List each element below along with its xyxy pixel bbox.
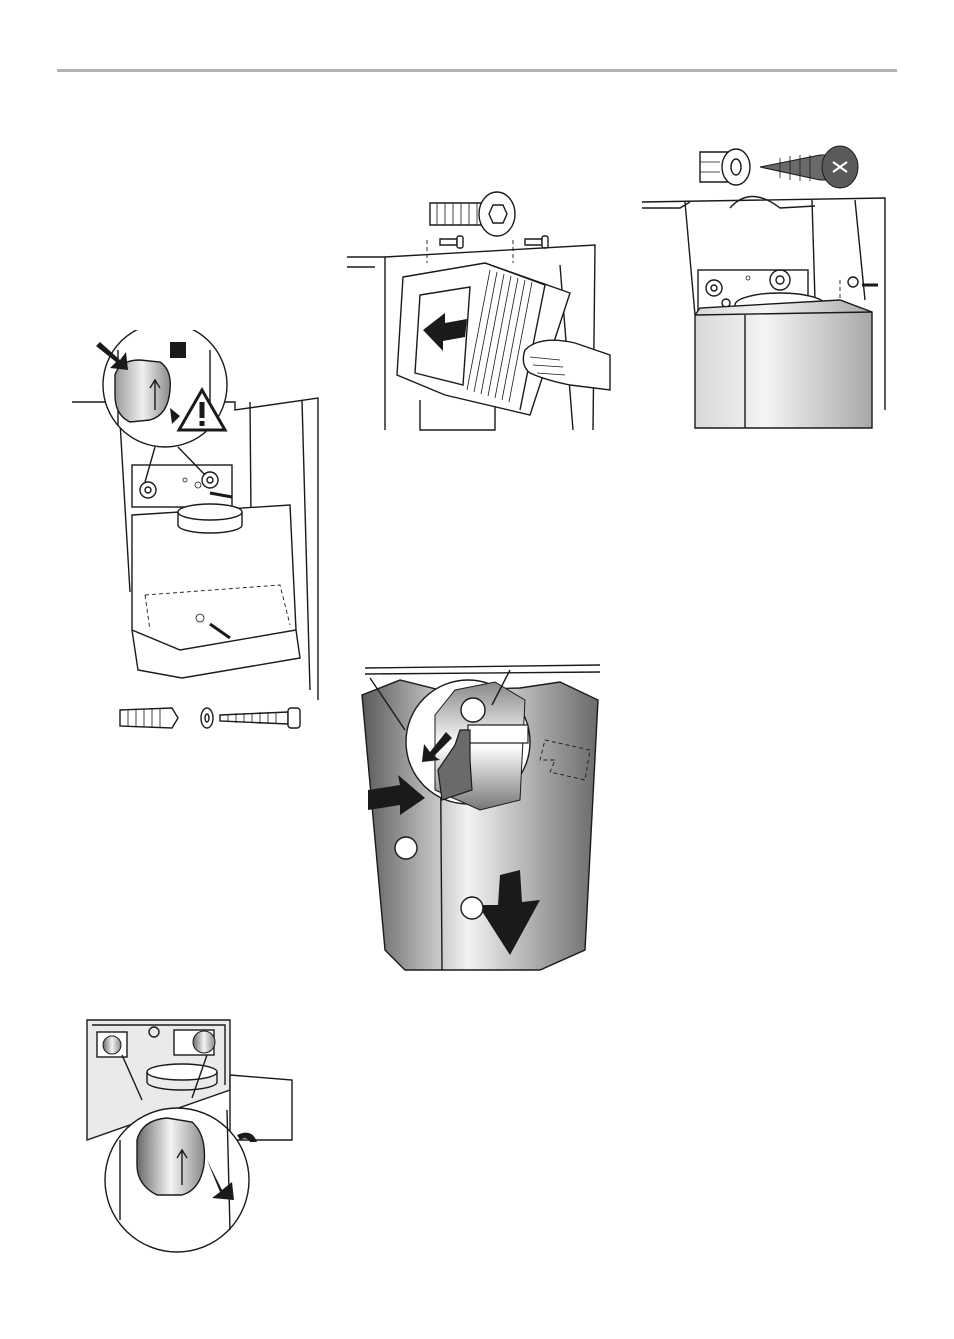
filter-cassette bbox=[397, 263, 570, 415]
detail-magnifier-warning bbox=[96, 330, 227, 447]
mounting-plate bbox=[132, 465, 232, 507]
figure-filter-insert bbox=[345, 185, 615, 435]
screw-icon bbox=[220, 708, 300, 728]
wall-plug-icon bbox=[700, 149, 750, 185]
wall-plug-icon bbox=[120, 708, 178, 728]
figure-chimney-hang bbox=[360, 660, 610, 975]
callout-1 bbox=[395, 837, 417, 859]
figure-bracket-release bbox=[82, 1010, 307, 1255]
large-screw-icon bbox=[430, 192, 515, 236]
washer-icon bbox=[201, 708, 213, 728]
figure-bracket-mount bbox=[60, 330, 330, 740]
wood-screw-icon bbox=[760, 146, 858, 188]
callout-2 bbox=[461, 897, 483, 919]
figure-duct-screws bbox=[640, 140, 890, 430]
header-rule bbox=[57, 69, 897, 72]
